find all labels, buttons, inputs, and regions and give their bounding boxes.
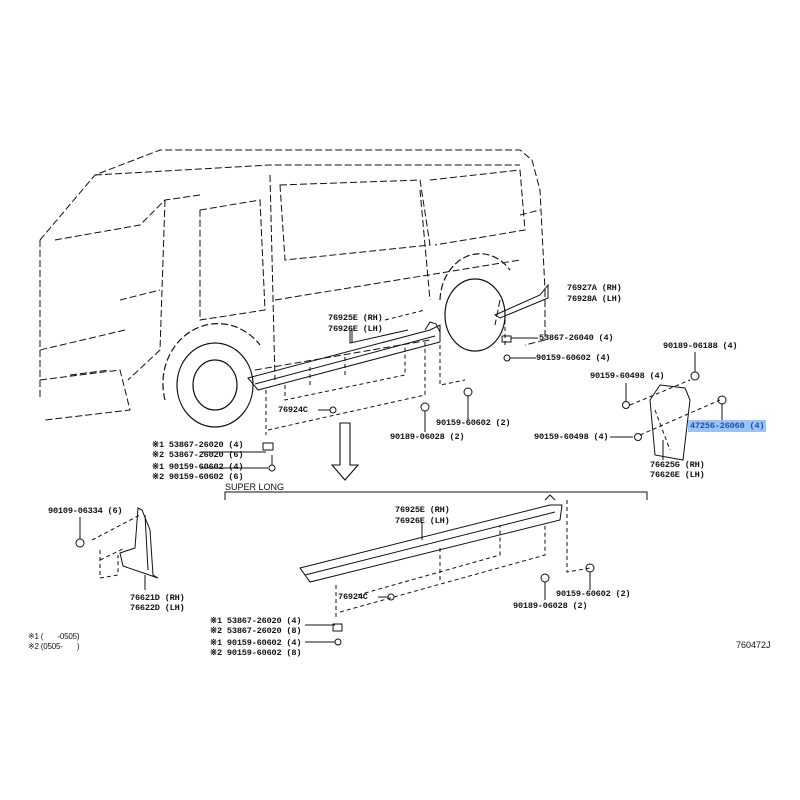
rocker-panel-upper: [247, 309, 466, 435]
part-53867-26040[interactable]: 53867-26040 (4): [539, 333, 614, 343]
part-47256-26060-highlighted[interactable]: 47256-26060 (4): [688, 420, 767, 432]
section-title: SUPER LONG: [225, 482, 285, 492]
part-76924c[interactable]: 76924C: [278, 405, 308, 415]
sl-part-53867-26020-n2[interactable]: ※2 53867-26020 (8): [210, 626, 302, 636]
sl-part-90159-60602-n1[interactable]: ※1 90159-60602 (4): [210, 638, 302, 648]
part-76622d-lh[interactable]: 76622D (LH): [130, 603, 185, 613]
part-90159-60498-bottom[interactable]: 90159-60498 (4): [534, 432, 609, 442]
part-76625g-rh[interactable]: 76625G (RH): [650, 460, 705, 470]
sl-part-76925e-rh[interactable]: 76925E (RH): [395, 505, 450, 515]
part-76626e-lh[interactable]: 76626E (LH): [650, 470, 705, 480]
sl-part-90159-60602-n2[interactable]: ※2 90159-60602 (8): [210, 648, 302, 658]
part-90159-60602-pair[interactable]: 90159-60602 (2): [436, 418, 511, 428]
part-90159-60602-rear[interactable]: 90159-60602 (4): [536, 353, 611, 363]
super-long-bracket: [224, 491, 648, 500]
front-mud-flap: [75, 507, 159, 590]
sl-part-76924c[interactable]: 76924C: [338, 592, 368, 602]
part-76927a-rh[interactable]: 76927A (RH): [567, 283, 622, 293]
sl-part-90159-60602-pair[interactable]: 90159-60602 (2): [556, 589, 631, 599]
part-53867-26020-n2[interactable]: ※2 53867-26020 (6): [152, 450, 244, 460]
part-76928a-lh[interactable]: 76928A (LH): [567, 294, 622, 304]
part-76926e-lh[interactable]: 76926E (LH): [328, 324, 383, 334]
sl-part-53867-26020-n1[interactable]: ※1 53867-26020 (4): [210, 616, 302, 626]
part-90189-06028-pair[interactable]: 90189-06028 (2): [390, 432, 465, 442]
part-53867-26020-n1[interactable]: ※1 53867-26020 (4): [152, 440, 244, 450]
down-arrow: [330, 422, 360, 481]
rocker-panel-super-long: [299, 494, 595, 646]
diagram-id: 760472J: [736, 640, 771, 650]
wheels: [162, 253, 511, 428]
part-76621d-rh[interactable]: 76621D (RH): [130, 593, 185, 603]
part-90159-60498-top[interactable]: 90159-60498 (4): [590, 371, 665, 381]
part-90159-60602-n1[interactable]: ※1 90159-60602 (4): [152, 462, 244, 472]
part-90189-06188[interactable]: 90189-06188 (4): [663, 341, 738, 351]
part-76925e-rh[interactable]: 76925E (RH): [328, 313, 383, 323]
sl-part-76926e-lh[interactable]: 76926E (LH): [395, 516, 450, 526]
part-90159-60602-n2[interactable]: ※2 90159-60602 (6): [152, 472, 244, 482]
note-1: ※1 ( -0505): [28, 632, 80, 641]
sl-part-90189-06028-pair[interactable]: 90189-06028 (2): [513, 601, 588, 611]
van-illustration: [39, 149, 546, 421]
part-90109-06334[interactable]: 90109-06334 (6): [48, 506, 123, 516]
note-2: ※2 (0505- ): [28, 642, 80, 651]
fastener-lines: [200, 283, 727, 472]
